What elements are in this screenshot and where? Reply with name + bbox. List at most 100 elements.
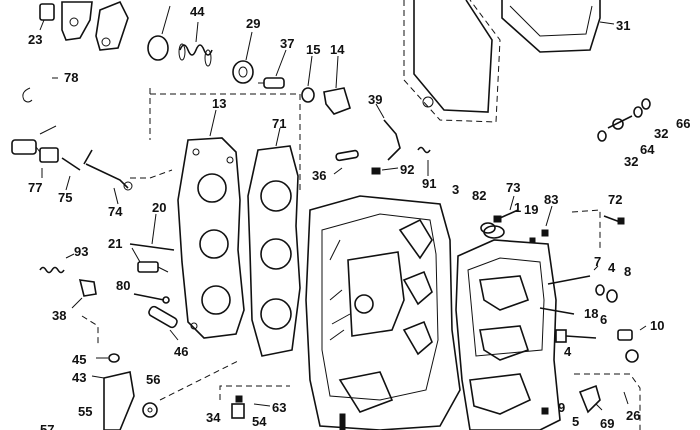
label-45: 45 [72, 352, 86, 367]
label-20: 20 [152, 200, 166, 215]
part-4-washer [595, 284, 605, 296]
label-39: 39 [368, 92, 382, 107]
label-73: 73 [506, 180, 520, 195]
part-18-bolt [539, 307, 575, 315]
part-69-bracket [578, 384, 603, 414]
part-92-screw [371, 167, 399, 175]
part-32-washer-b [597, 130, 607, 142]
part-44-spring [178, 21, 213, 67]
part-8-nut [606, 289, 618, 303]
label-38: 38 [52, 308, 66, 323]
part-21-sensor [131, 247, 169, 273]
label-80: 80 [116, 278, 130, 293]
label-4: 4 [608, 260, 616, 275]
label-31: 31 [616, 18, 630, 33]
label-21: 21 [108, 236, 122, 251]
part-91-spring [417, 146, 431, 176]
part-o-ring [147, 5, 171, 61]
part-56-washer [142, 402, 158, 418]
label-82: 82 [472, 188, 486, 203]
part-45-nut [96, 353, 120, 363]
part-26-stud [623, 391, 629, 405]
assembly-guide-left [81, 315, 99, 346]
label-91: 91 [422, 176, 436, 191]
label-18: 18 [584, 306, 598, 321]
label-4b: 4 [564, 344, 572, 359]
label-10: 10 [650, 318, 664, 333]
part-38-cap [71, 279, 97, 309]
label-5: 5 [572, 414, 579, 429]
assembly-guide-top [149, 88, 301, 190]
label-23: 23 [28, 32, 42, 47]
part-34-bracket [219, 385, 290, 419]
label-13: 13 [212, 96, 226, 111]
label-1: 1 [514, 200, 521, 215]
part-cover-plate [61, 1, 93, 41]
part-crankcase-half [455, 225, 561, 430]
part-66-nut [641, 98, 651, 110]
label-72: 72 [608, 192, 622, 207]
label-93: 93 [74, 244, 88, 259]
part-83-screw [541, 205, 553, 237]
label-57: 57 [40, 422, 54, 430]
part-23 [39, 3, 55, 31]
part-80-pin [133, 293, 170, 304]
part-19-screw [529, 237, 536, 244]
label-32b: 32 [624, 154, 638, 169]
assembly-guide-right [571, 209, 641, 430]
assembly-guide-bottom [159, 359, 241, 401]
label-43: 43 [72, 370, 86, 385]
label-32a: 32 [654, 126, 668, 141]
label-15: 15 [306, 42, 320, 57]
label-69: 69 [600, 416, 614, 430]
label-63: 63 [272, 400, 286, 415]
label-64: 64 [640, 142, 655, 157]
part-36-pin [333, 149, 359, 175]
part-73-screw [493, 195, 519, 223]
label-71: 71 [272, 116, 286, 131]
label-7: 7 [594, 254, 601, 269]
label-55: 55 [78, 404, 92, 419]
part-29-seal [232, 31, 254, 84]
label-77: 77 [28, 180, 42, 195]
part-cylinder-block [305, 195, 461, 430]
part-31-cover-plate [403, 0, 615, 123]
part-39-clip [375, 103, 401, 161]
part-9-screw [541, 407, 549, 415]
part-37-fitting [258, 49, 287, 89]
part-43-arm [91, 371, 135, 430]
part-74-harness [83, 149, 173, 205]
label-9: 9 [558, 400, 565, 415]
label-36: 36 [312, 168, 326, 183]
part-78-clip [22, 77, 58, 103]
label-83: 83 [544, 192, 558, 207]
part-13-exhaust-cover [177, 109, 245, 339]
label-66: 66 [676, 116, 690, 131]
label-34: 34 [206, 410, 221, 425]
part-82-plug [480, 222, 496, 234]
label-56: 56 [146, 372, 160, 387]
label-44: 44 [190, 4, 205, 19]
label-14: 14 [330, 42, 345, 57]
label-46: 46 [174, 344, 188, 359]
label-37: 37 [280, 36, 294, 51]
label-6: 6 [600, 312, 607, 327]
label-29: 29 [246, 16, 260, 31]
label-74: 74 [108, 204, 123, 219]
part-64-stud [607, 115, 633, 130]
part-32-washer-a [633, 106, 643, 118]
part-72-screw [603, 215, 625, 225]
part-10-fitting [617, 325, 647, 363]
part-46-fitting [148, 305, 179, 341]
part-71-gasket [247, 127, 301, 357]
part-7-stud [547, 265, 599, 285]
label-8: 8 [624, 264, 631, 279]
label-3: 3 [452, 182, 459, 197]
label-75: 75 [58, 190, 72, 205]
part-6-bolt [555, 329, 597, 343]
part-77-sender [11, 125, 59, 178]
part-75-wire [61, 157, 81, 191]
label-92: 92 [400, 162, 414, 177]
label-19: 19 [524, 202, 538, 217]
